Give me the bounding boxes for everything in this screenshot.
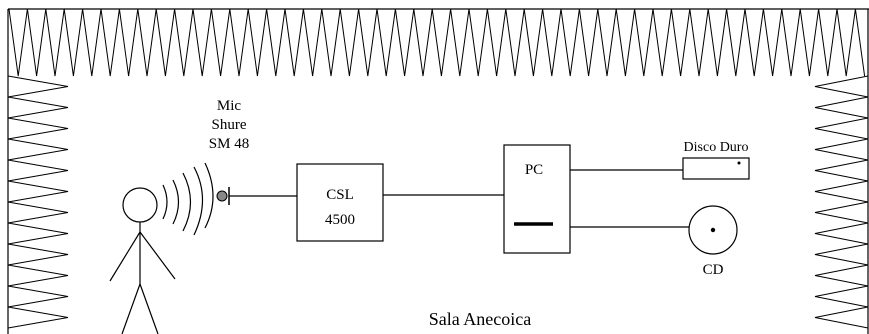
csl-label-line2: 4500 [325, 212, 355, 228]
mic-label-line2: Shure [212, 117, 247, 133]
cd-hole [710, 227, 716, 233]
person-left-arm [109, 231, 141, 282]
left-wall-wedges [7, 75, 69, 329]
sound-waves [162, 162, 214, 236]
microphone [216, 187, 297, 205]
room-label: Sala Anecoica [429, 309, 531, 329]
csl-label-line1: CSL [326, 187, 354, 203]
speaker-person [109, 187, 176, 334]
top-wall-wedges [8, 8, 866, 77]
room-frame [7, 8, 869, 334]
person-head [122, 187, 158, 223]
csl-box [296, 163, 384, 242]
hard-disk-label: Disco Duro [684, 140, 749, 155]
mic-label-line1: Mic [217, 98, 242, 114]
hard-disk-led [737, 161, 741, 165]
right-wall-wedges [814, 75, 869, 329]
person-left-leg [121, 283, 141, 334]
mic-label-line3: SM 48 [209, 136, 249, 152]
cd-label: CD [703, 262, 724, 278]
hard-disk-box [682, 157, 750, 180]
person-right-arm [139, 231, 176, 280]
person-right-leg [139, 283, 159, 334]
pc-label: PC [525, 162, 543, 178]
microphone-head [216, 190, 228, 202]
pc-box [503, 144, 571, 254]
